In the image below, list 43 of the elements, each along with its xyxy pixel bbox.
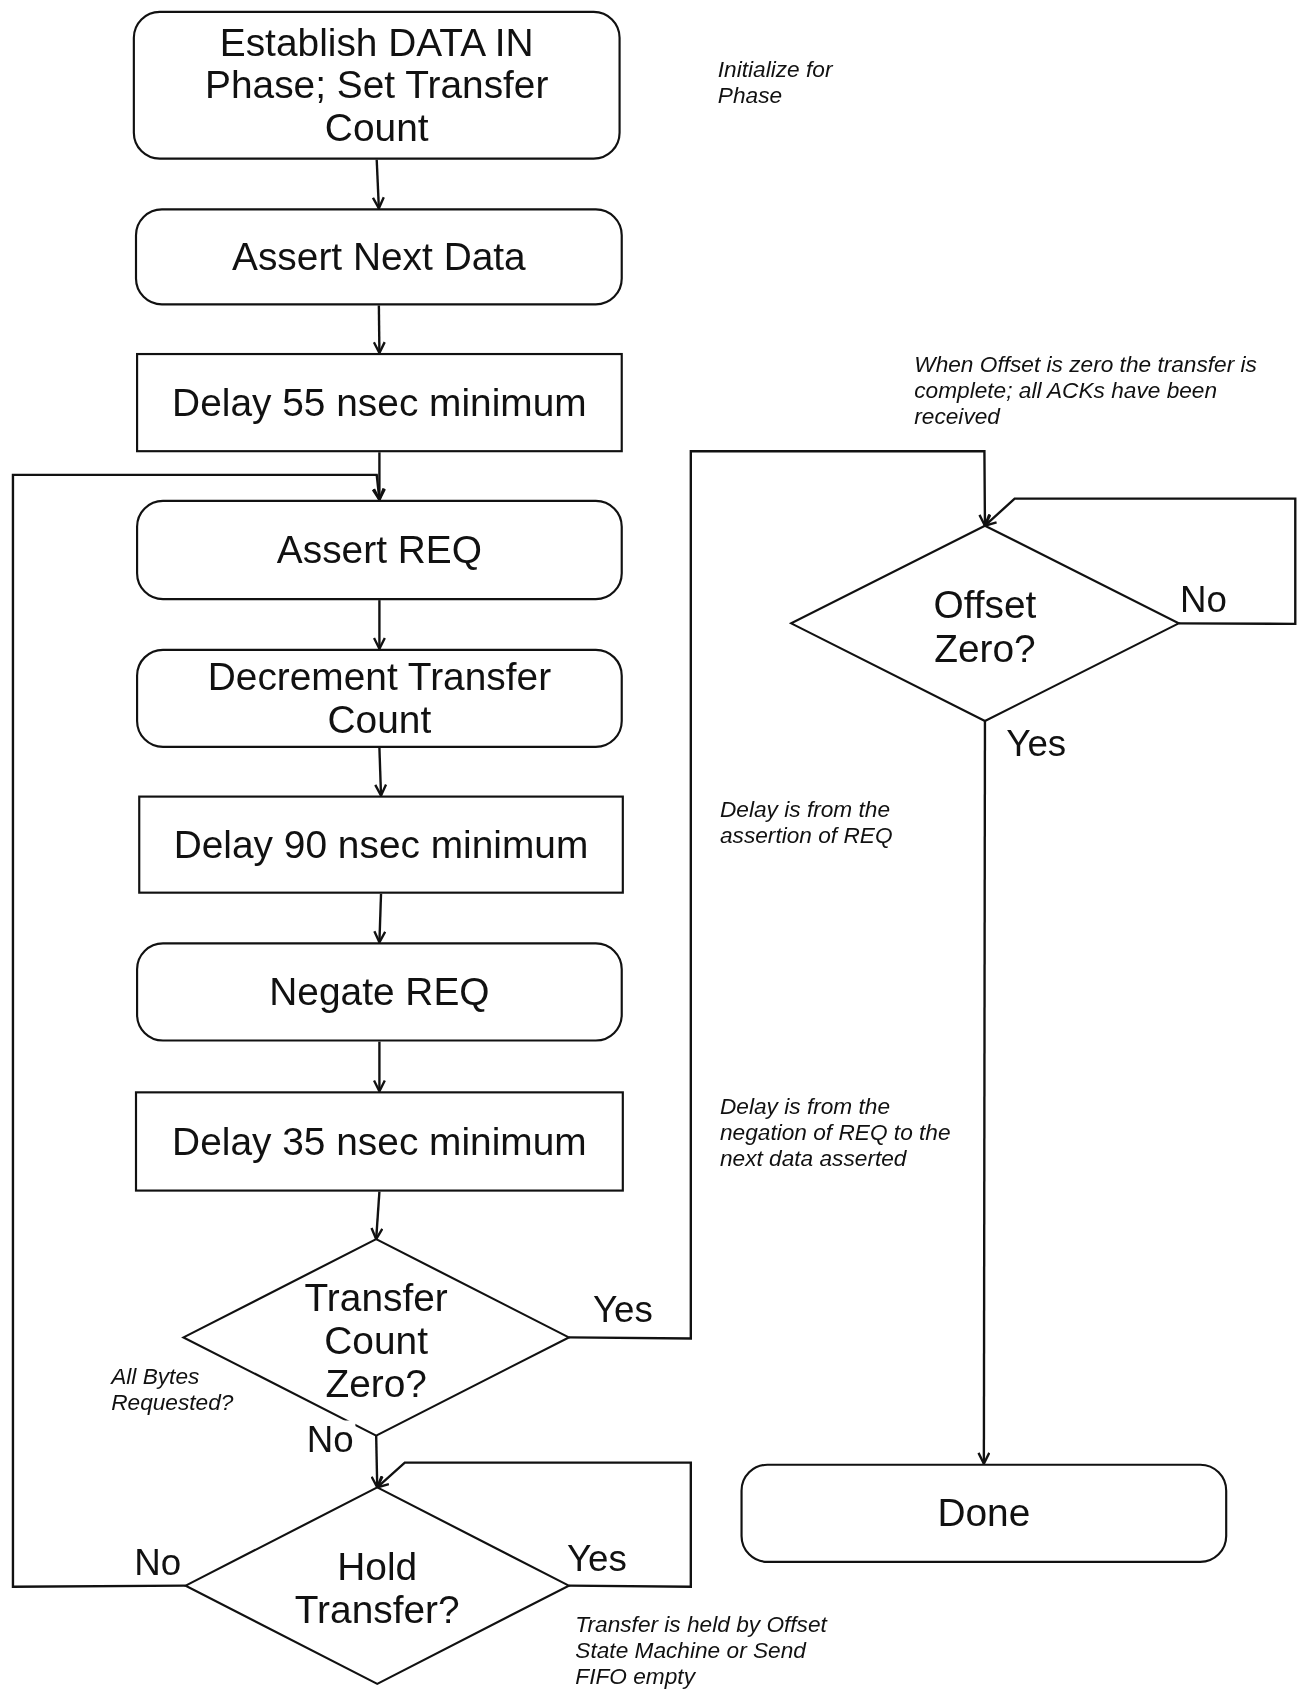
node-text: Establish DATA IN Phase; Set Transfer Count <box>204 21 550 150</box>
decision-diamond <box>185 1487 569 1684</box>
node-text: Offset Zero? <box>932 583 1038 670</box>
process-box <box>132 10 621 160</box>
process-box <box>134 208 623 306</box>
arrow <box>370 1435 384 1489</box>
arrow <box>11 473 385 1588</box>
arrow <box>983 497 1297 626</box>
node-text: Done <box>937 1491 1031 1535</box>
annotation-note: Transfer is held by Offset State Machine or Send FIFO empty <box>575 1611 829 1690</box>
node-text: Delay 35 nsec minimum <box>172 1120 587 1163</box>
arrow <box>371 159 385 210</box>
process-box <box>136 648 623 748</box>
arrow <box>372 452 386 501</box>
arrow <box>373 893 387 944</box>
node-text: Delay 55 nsec minimum <box>172 381 587 424</box>
process-box <box>136 942 623 1042</box>
node-text: Hold Transfer? <box>293 1546 461 1632</box>
delay-box <box>134 1091 624 1192</box>
annotation-note: All Bytes Requested? <box>111 1363 235 1416</box>
delay-box <box>138 795 624 894</box>
process-box <box>136 499 623 601</box>
arrow <box>372 305 386 355</box>
decision-diamond <box>791 525 1179 722</box>
delay-box <box>136 352 623 453</box>
arrow <box>372 1041 386 1093</box>
arrow <box>370 1191 384 1241</box>
arrow <box>568 450 992 1340</box>
annotation-note: When Offset is zero the transfer is complete; all ACKs have been received <box>914 351 1258 431</box>
node-text: Delay 90 nsec minimum <box>173 823 589 866</box>
arrow <box>372 600 386 650</box>
process-box <box>740 1463 1228 1563</box>
node-text: Assert REQ <box>276 528 482 572</box>
arrow <box>374 748 388 797</box>
annotation-note: Delay is from the assertion of REQ <box>719 796 894 849</box>
annotation-note: Delay is from the negation of REQ to the next data asserted <box>719 1093 952 1172</box>
node-text: Negate REQ <box>269 970 490 1014</box>
node-text: Transfer Count Zero? <box>303 1276 449 1405</box>
arrow <box>376 1461 692 1588</box>
node-text: Assert Next Data <box>232 235 526 279</box>
arrow <box>977 721 991 1465</box>
annotation-note: Initialize for Phase <box>717 56 835 109</box>
node-text: Decrement Transfer Count <box>206 655 553 742</box>
